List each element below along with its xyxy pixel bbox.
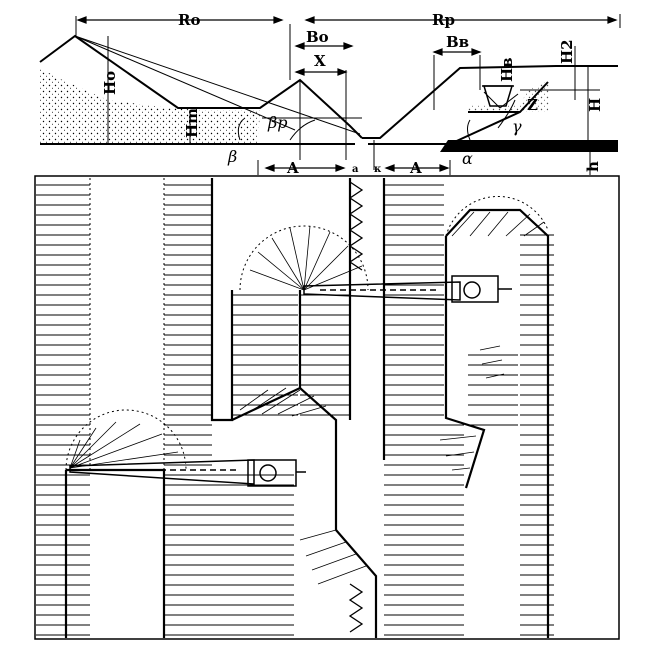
label-bo: Bo bbox=[306, 28, 329, 46]
label-a-small: a bbox=[352, 164, 359, 175]
plan-view bbox=[34, 175, 620, 640]
beta-arc bbox=[237, 117, 246, 141]
label-gamma: γ bbox=[512, 117, 522, 136]
label-hm: Hm bbox=[183, 108, 201, 138]
label-ro: Ro bbox=[178, 11, 200, 29]
swing-arc-right bbox=[445, 196, 549, 237]
gamma-arc bbox=[497, 99, 516, 129]
label-rp: Rp bbox=[432, 11, 455, 29]
label-x: X bbox=[314, 52, 326, 70]
cross-section: Ro Rp Bo Bв X Ho Hm Hв H2 H h Z A A a к … bbox=[39, 11, 621, 177]
alpha-arc bbox=[467, 119, 471, 141]
plan-wall-8 bbox=[445, 208, 550, 638]
plan-hatching bbox=[36, 178, 554, 638]
swing-radials-upper bbox=[249, 225, 363, 291]
label-z: Z bbox=[527, 96, 538, 114]
dump-fill-left bbox=[40, 68, 260, 144]
label-alpha: α bbox=[462, 149, 473, 168]
label-bv: Bв bbox=[446, 33, 469, 51]
label-h: H bbox=[586, 98, 604, 112]
excavator-section bbox=[482, 85, 514, 107]
plan-wall-10 bbox=[335, 529, 378, 638]
excavator-lower bbox=[69, 459, 306, 487]
label-beta-p: βp bbox=[267, 113, 288, 132]
plan-wall-9 bbox=[444, 236, 486, 489]
plan-wall-1 bbox=[210, 178, 234, 422]
label-ho: Ho bbox=[101, 71, 119, 95]
plan-frame bbox=[34, 175, 620, 640]
label-h2: H2 bbox=[558, 39, 576, 64]
highwall-lower bbox=[449, 111, 521, 145]
label-hv: Hв bbox=[498, 57, 516, 82]
beta-p-arc bbox=[289, 119, 316, 141]
fan-hatch bbox=[239, 211, 545, 585]
highwall-profile bbox=[362, 65, 618, 139]
label-k: к bbox=[374, 164, 382, 175]
label-a-right: A bbox=[409, 159, 422, 177]
label-beta: β bbox=[227, 147, 237, 166]
sawtooth-strips bbox=[348, 181, 364, 633]
label-a-left: A bbox=[286, 159, 299, 177]
dump-fill-right bbox=[468, 80, 550, 112]
ro-line bbox=[74, 35, 296, 131]
excavator-upper bbox=[303, 275, 512, 303]
label-h-small: h bbox=[584, 161, 602, 172]
plan-wall-4 bbox=[231, 386, 338, 530]
coal-seam bbox=[440, 140, 618, 152]
swing-arc-lower bbox=[65, 409, 187, 471]
swing-arc-upper bbox=[239, 225, 369, 291]
